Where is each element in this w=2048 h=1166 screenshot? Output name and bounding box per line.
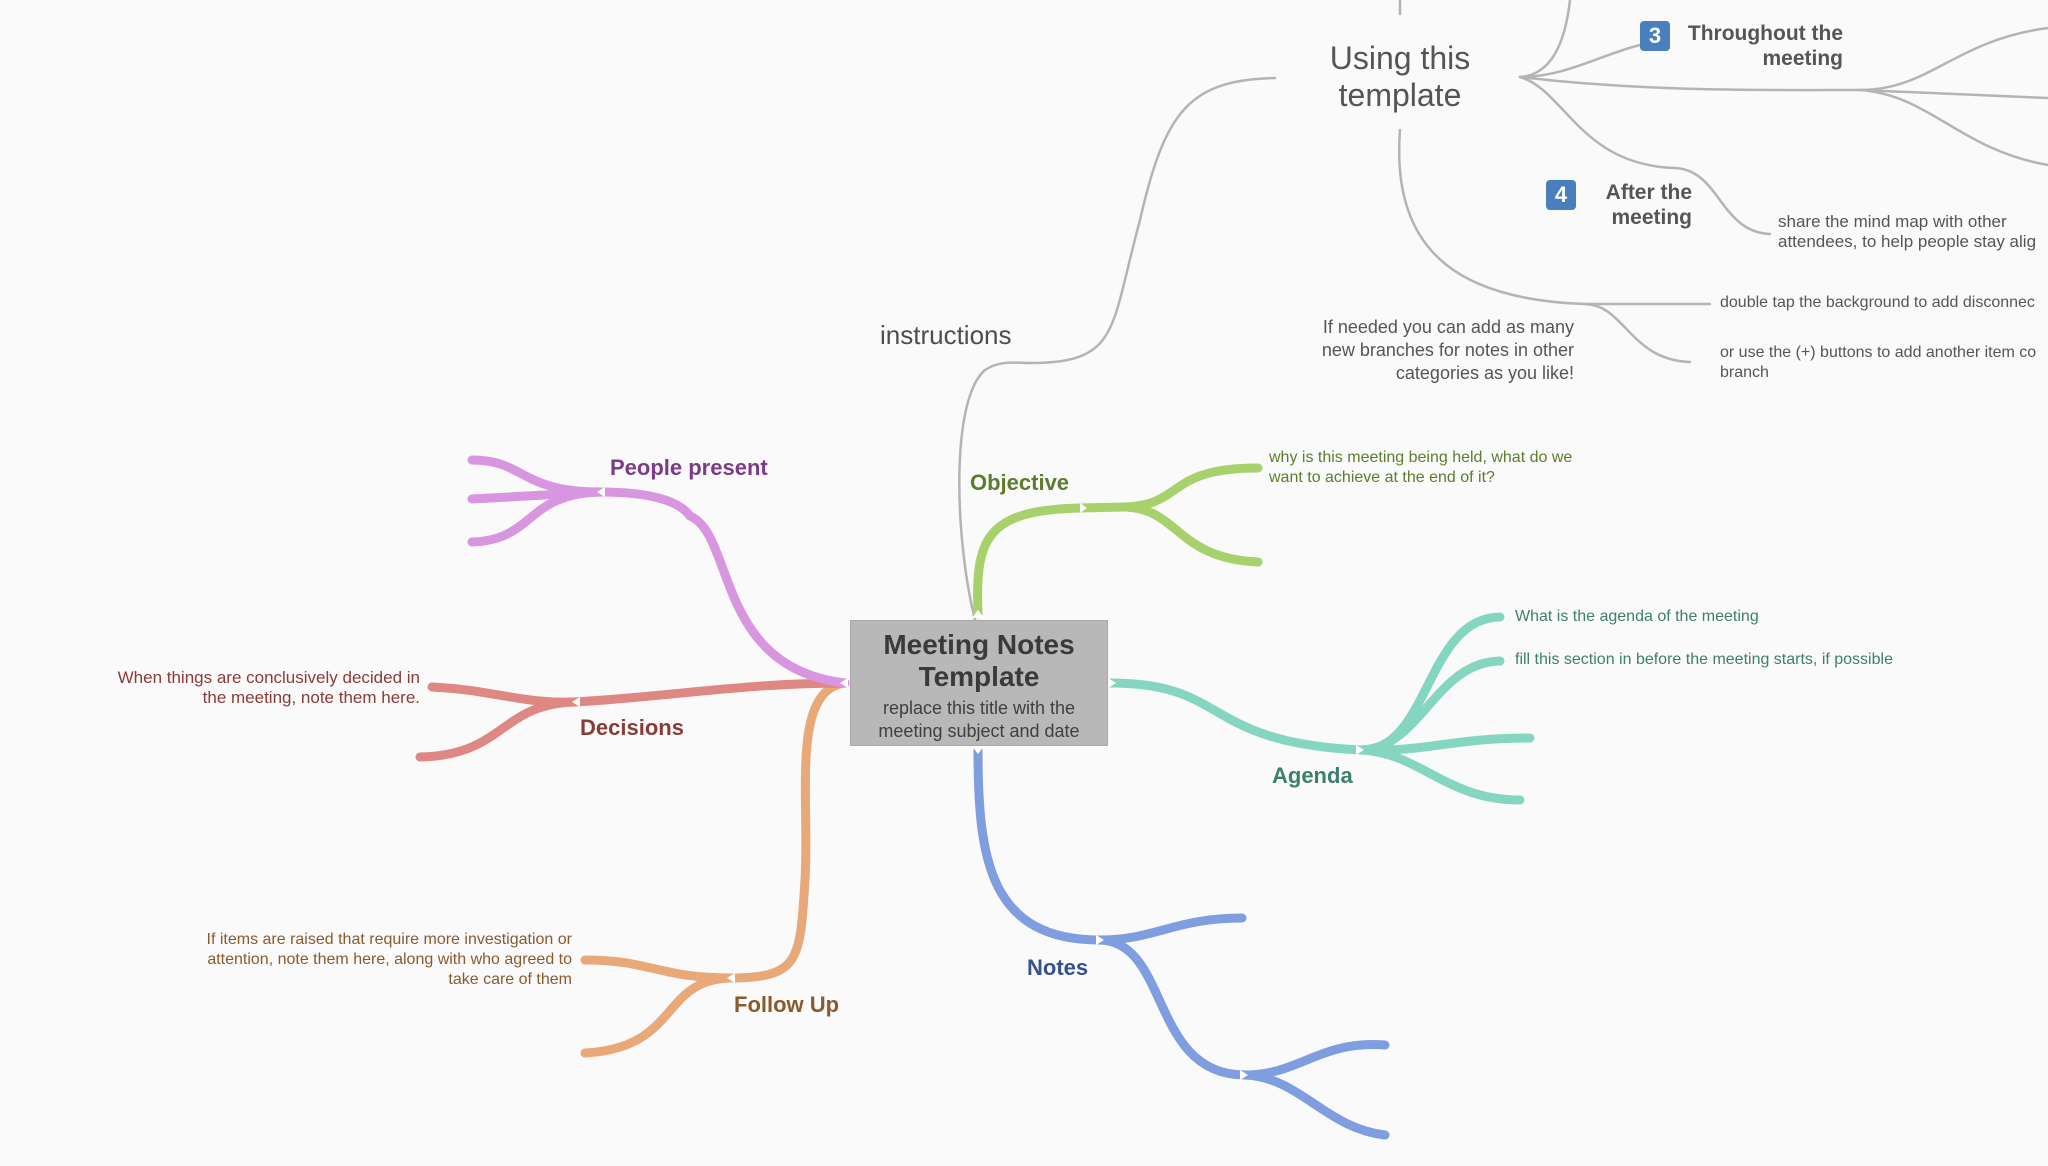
step-3-badge: 3 — [1640, 21, 1670, 51]
central-topic-node[interactable]: Meeting Notes Template replace this titl… — [850, 620, 1108, 746]
agenda-note-2[interactable]: fill this section in before the meeting … — [1515, 651, 1893, 668]
step-3-node[interactable]: 3 Throughout the meeting — [1640, 21, 1843, 71]
people-present-branch-label[interactable]: People present — [610, 455, 768, 480]
step-4-badge: 4 — [1546, 180, 1576, 210]
follow-up-note[interactable]: If items are raised that require more in… — [206, 931, 573, 988]
objective-note[interactable]: why is this meeting being held, what do … — [1269, 449, 1573, 486]
agenda-branch-label[interactable]: Agenda — [1272, 763, 1353, 788]
using-template-label[interactable]: Using this template — [1329, 40, 1471, 113]
follow-up-links — [580, 678, 850, 1058]
follow-up-branch-label[interactable]: Follow Up — [734, 992, 840, 1017]
instructions-links — [958, 0, 2048, 622]
plus-button-tip[interactable]: or use the (+) buttons to add another it… — [1720, 344, 2037, 381]
instructions-label[interactable]: instructions — [880, 320, 1012, 350]
notes-branch-label[interactable]: Notes — [1027, 955, 1089, 980]
add-branches-tip[interactable]: If needed you can add as many new branch… — [1321, 317, 1574, 383]
step-4-node[interactable]: 4 After the meeting — [1546, 180, 1692, 230]
agenda-links — [1105, 612, 1535, 805]
objective-links — [973, 463, 1263, 619]
connector-markers — [572, 487, 1364, 1080]
double-tap-tip[interactable]: double tap the background to add disconn… — [1720, 294, 2035, 311]
step-4-title: After the meeting — [1605, 181, 1692, 229]
decisions-note[interactable]: When things are conclusively decided in … — [117, 668, 420, 707]
central-topic-subtitle[interactable]: replace this title with the meeting subj… — [878, 698, 1080, 741]
decisions-links — [415, 678, 850, 762]
people-present-links — [467, 455, 850, 688]
objective-branch-label[interactable]: Objective — [970, 470, 1070, 495]
step-3-title: Throughout the meeting — [1687, 22, 1843, 70]
decisions-branch-label[interactable]: Decisions — [580, 715, 684, 740]
agenda-note-1[interactable]: What is the agenda of the meeting — [1515, 608, 1759, 625]
notes-links — [973, 745, 1390, 1140]
central-topic-title[interactable]: Meeting Notes Template — [883, 629, 1075, 692]
step-4-share-note[interactable]: share the mind map with other attendees,… — [1778, 212, 2037, 251]
